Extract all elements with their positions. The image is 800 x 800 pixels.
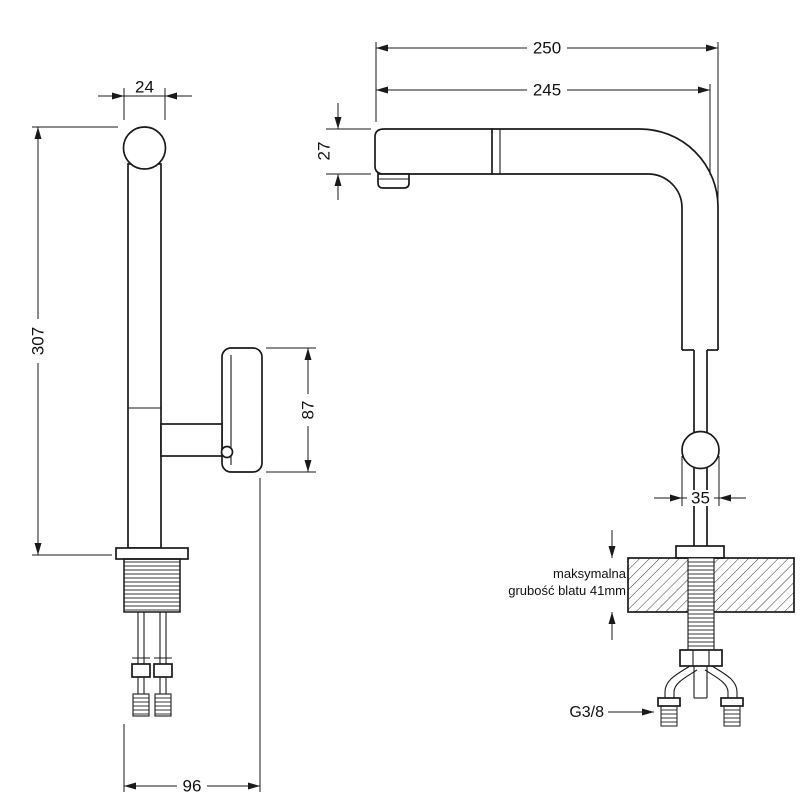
thread-size-callout: G3/8: [569, 704, 654, 721]
dim-label-87: 87: [299, 401, 318, 420]
dim-label-35: 35: [691, 489, 710, 508]
side-handle-boss: [220, 445, 234, 459]
dim-label-24: 24: [135, 78, 154, 97]
front-spout-outer: [492, 128, 719, 350]
countertop: [627, 557, 795, 650]
faucet-front-view: 250 245 27 35: [315, 39, 795, 727]
thread-size-label: G3/8: [569, 704, 604, 721]
side-threaded-shank: [123, 558, 181, 613]
dimension-245: 245: [376, 81, 711, 175]
hose-collar-right: [720, 697, 744, 707]
hose-collar-left: [657, 697, 681, 707]
side-handle-stem: [160, 423, 223, 457]
front-mounting-hardware: [657, 649, 744, 727]
front-aerator: [377, 173, 410, 189]
hose-connector-right: [723, 705, 741, 727]
dimension-87: 87: [266, 347, 318, 473]
side-handle-plate: [221, 347, 263, 473]
dim-label-245: 245: [533, 81, 561, 100]
front-spout-inner: [492, 173, 683, 350]
side-riser-pipe: [127, 163, 162, 549]
hose-connector-left: [660, 705, 678, 727]
side-spout-cap: [122, 126, 167, 170]
front-base-flange: [675, 545, 725, 559]
dimension-35: 35: [654, 456, 746, 508]
side-base-flange: [115, 547, 189, 560]
dimension-countertop-thickness: maksymalna grubość blatu 41mm: [508, 530, 627, 640]
counter-note-line1: maksymalna: [553, 566, 627, 581]
dimension-24: 24: [98, 78, 192, 120]
dimension-307: 307: [29, 126, 118, 556]
dim-label-27: 27: [315, 142, 334, 161]
dimension-27: 27: [315, 103, 371, 200]
dim-label-96: 96: [183, 777, 202, 796]
dimension-250: 250: [375, 39, 719, 202]
dimension-96: 96: [123, 478, 261, 796]
counter-note-line2: grubość blatu 41mm: [508, 583, 626, 598]
side-mounting-hardware: [131, 612, 173, 717]
front-spout-head: [374, 128, 493, 175]
dim-label-307: 307: [29, 327, 48, 355]
front-handle-knob: [681, 430, 720, 470]
faucet-side-view: 24 307 87 96: [29, 78, 318, 796]
dim-label-250: 250: [533, 39, 561, 58]
